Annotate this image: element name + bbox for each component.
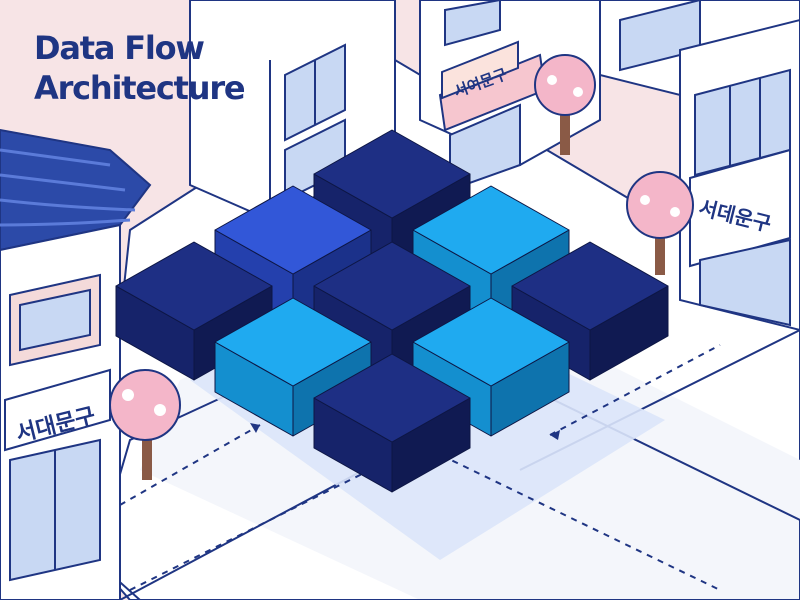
block-top-face bbox=[313, 241, 471, 331]
right-sign bbox=[689, 148, 791, 268]
block-top-face bbox=[412, 297, 570, 387]
flow-line-left bbox=[119, 424, 261, 506]
tree-right bbox=[626, 171, 694, 275]
block-top-face bbox=[214, 185, 372, 275]
flow-line-bottom-right bbox=[419, 444, 721, 591]
shop-sign bbox=[441, 40, 519, 100]
tree-top bbox=[534, 54, 596, 155]
block-top-face bbox=[214, 297, 372, 387]
left-sign bbox=[4, 368, 111, 452]
tree-left bbox=[109, 369, 181, 480]
title-line-2: Architecture bbox=[34, 69, 246, 107]
block-top-face bbox=[313, 353, 471, 443]
flow-arrow-left bbox=[250, 423, 260, 433]
block-top-face bbox=[115, 241, 273, 331]
block-top-face bbox=[412, 185, 570, 275]
building-right: 서데운구 bbox=[679, 18, 800, 332]
flow-line-right bbox=[549, 344, 721, 436]
flow-lines bbox=[119, 344, 721, 591]
shop-building: 서여문구 bbox=[419, 0, 601, 192]
block-top-face bbox=[511, 241, 669, 331]
title-line-1: Data Flow bbox=[34, 29, 205, 67]
flow-arrow-right bbox=[550, 430, 560, 440]
block-grid bbox=[115, 129, 669, 493]
building-left-hanok: 서대문구 bbox=[0, 128, 152, 600]
grid-block bbox=[313, 353, 471, 493]
grid-block bbox=[214, 297, 372, 437]
page-title: Data Flow Architecture bbox=[34, 28, 246, 108]
block-top-face bbox=[313, 129, 471, 219]
